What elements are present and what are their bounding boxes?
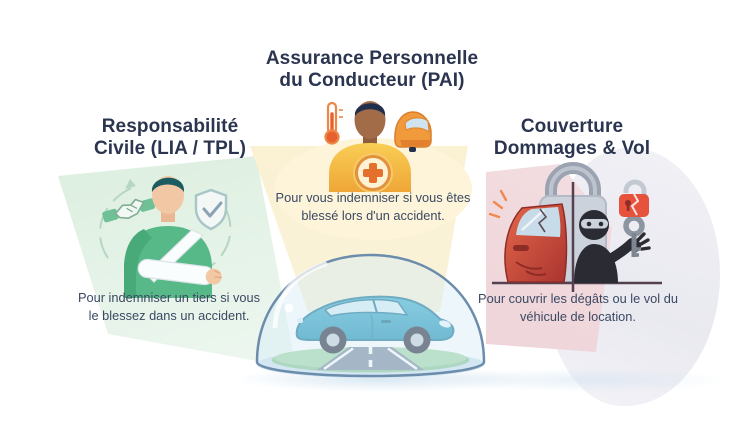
liability-illustration — [98, 176, 232, 298]
protective-dome — [255, 253, 486, 378]
pai-title: Assurance Personnelle du Conducteur (PAI… — [222, 48, 522, 91]
medical-cross-badge-icon — [353, 153, 393, 192]
helmet-icon — [394, 111, 432, 152]
pai-description: Pour vous indemniser si vous êtes blessé… — [275, 190, 471, 223]
key-icon — [623, 215, 645, 257]
pai-illustration — [324, 101, 432, 192]
liability-title: Responsabilité Civile (LIA / TPL) — [60, 116, 280, 159]
liability-title-line2: Civile (LIA / TPL) — [93, 137, 247, 159]
damage-title-line2: Dommages & Vol — [493, 137, 651, 159]
car-under-protective-dome — [255, 253, 486, 378]
damage-title-line1: Couverture — [520, 116, 624, 137]
injured-driver-figure — [124, 176, 222, 298]
road — [317, 347, 424, 371]
pai-title-line1: Assurance Personnelle — [265, 48, 479, 69]
damage-description: Pour couvrir les dégâts ou le vol du véh… — [478, 291, 678, 324]
damaged-car-door-icon — [504, 203, 568, 283]
damage-theft-illustration — [488, 162, 662, 292]
teal-car — [295, 295, 455, 354]
spark-lines-icon — [488, 189, 508, 219]
shield-check-icon — [194, 188, 228, 231]
broken-padlock-icon — [619, 179, 649, 217]
handshake-icon — [102, 198, 156, 223]
liability-title-line1: Responsabilité — [101, 116, 239, 137]
pai-title-line2: du Conducteur (PAI) — [279, 69, 465, 91]
dome-shadow-wide — [430, 368, 730, 392]
thief-figure — [574, 210, 651, 283]
liability-description: Pour indemniser un tiers si vous le bles… — [77, 290, 261, 323]
driver-figure — [329, 101, 411, 192]
damage-title: Couverture Dommages & Vol — [462, 116, 682, 159]
thermometer-icon — [324, 101, 343, 145]
